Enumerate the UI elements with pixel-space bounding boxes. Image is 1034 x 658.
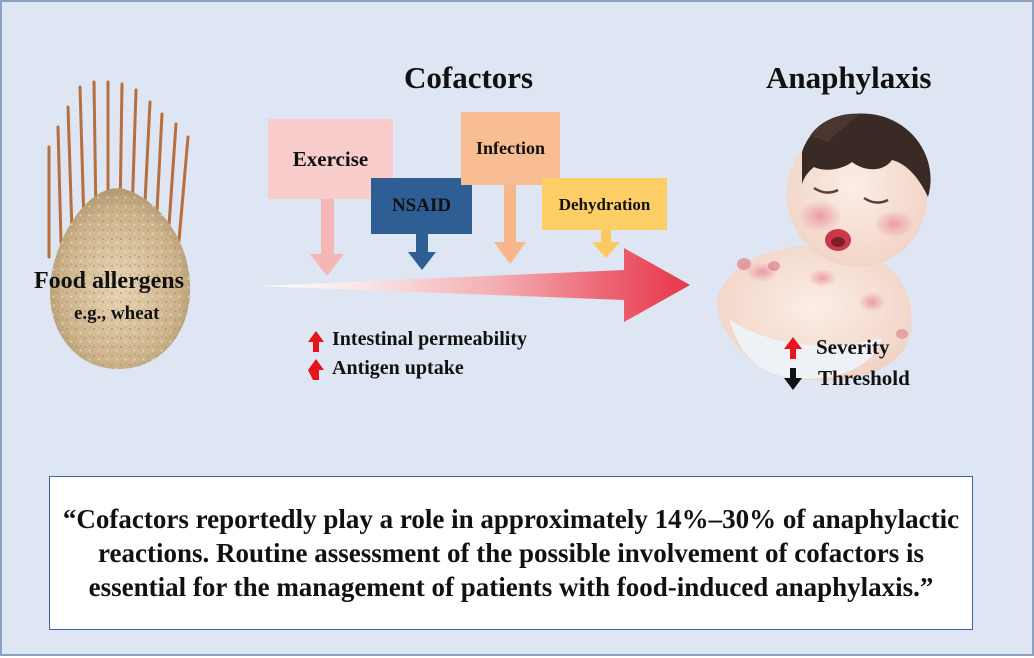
dehydration-arrow — [592, 230, 620, 258]
nsaid-arrow — [408, 234, 436, 270]
exercise-label: Exercise — [292, 146, 369, 171]
cofactor-box-dehydration — [542, 178, 667, 230]
up-arrow-icon — [308, 359, 324, 380]
down-arrow-icon — [784, 368, 802, 390]
quote-text: “Cofactors reportedly play a role in app… — [62, 504, 960, 602]
exercise-arrow — [310, 199, 344, 276]
nsaid-label: NSAID — [391, 195, 452, 216]
up-arrow-icon — [784, 337, 802, 359]
infection-label: Infection — [476, 137, 545, 158]
infection-arrow — [494, 185, 526, 264]
cofactor-box-infection — [461, 112, 560, 185]
indicator-threshold: Threshold — [818, 366, 910, 390]
cofactors-heading: Cofactors — [404, 60, 534, 95]
cofactor-box-nsaid — [371, 178, 472, 234]
dehydration-label: Dehydration — [558, 195, 651, 214]
bread-icon — [50, 187, 191, 370]
food-allergens-title: Food allergens — [34, 268, 184, 294]
effect-intestinal-permeability: Intestinal permeability — [332, 328, 527, 350]
baby-illustration — [717, 113, 931, 381]
up-arrow-icon — [308, 331, 324, 352]
food-allergens-subtitle: e.g., wheat — [74, 303, 160, 324]
indicator-severity: Severity — [816, 335, 890, 359]
effect-antigen-uptake: Antigen uptake — [332, 357, 464, 379]
main-progression-arrow — [260, 248, 690, 322]
quote-box: “Cofactors reportedly play a role in app… — [49, 476, 973, 630]
anaphylaxis-heading: Anaphylaxis — [766, 60, 932, 95]
